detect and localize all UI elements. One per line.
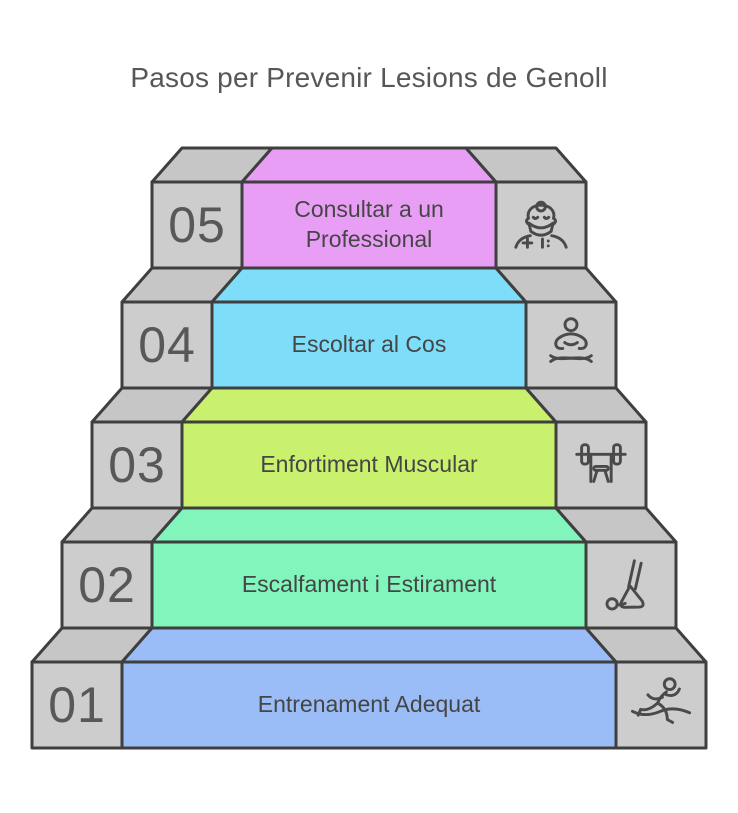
step-05-icon-box: [496, 182, 586, 268]
step-04-top-face: [210, 266, 528, 304]
stretching-icon: [605, 559, 645, 611]
step-02-number: 02: [78, 557, 136, 613]
step-05-icon-block: [494, 180, 588, 270]
step-01-icon-box: [616, 662, 706, 748]
step-03: [90, 386, 648, 510]
step-05-number-block: [150, 180, 244, 270]
bench-press-icon: [575, 443, 627, 483]
step-03-number-block: [90, 420, 184, 510]
step-03-icon-box: [556, 422, 646, 508]
step-03-number: 03: [108, 437, 166, 493]
step-01-number-block: [30, 660, 124, 750]
step-01-label: Entrenament Adequat: [257, 691, 481, 718]
meditation-icon: [549, 317, 593, 363]
step-02-number-block: [60, 540, 154, 630]
step-01-bar: [120, 660, 618, 750]
step-01-number: 01: [48, 677, 106, 733]
step-03-label: Enfortiment Muscular: [260, 451, 478, 478]
diagram-title: Pasos per Prevenir Lesions de Genoll: [130, 62, 608, 93]
step-03-bar: [180, 420, 558, 510]
step-01-top-face: [120, 626, 618, 664]
step-02-label: Escalfament i Estirament: [241, 571, 497, 598]
step-03-top-face: [180, 386, 558, 424]
doctor-icon: [514, 200, 568, 249]
runner-icon: [630, 677, 692, 724]
step-05-top-face: [240, 146, 498, 184]
step-04-icon-box: [526, 302, 616, 388]
step-04-number: 04: [138, 317, 196, 373]
step-04-label: Escoltar al Cos: [291, 331, 447, 358]
step-05: [150, 146, 588, 270]
step-02-bar: [150, 540, 588, 630]
step-02-top-face: [150, 506, 588, 544]
step-01: [30, 626, 708, 750]
step-04-bar: [210, 300, 528, 390]
step-05-label: Consultar a un Professional: [294, 196, 444, 252]
step-05-number: 05: [168, 197, 226, 253]
step-02-icon-box: [586, 542, 676, 628]
step-04-number-block: [120, 300, 214, 390]
